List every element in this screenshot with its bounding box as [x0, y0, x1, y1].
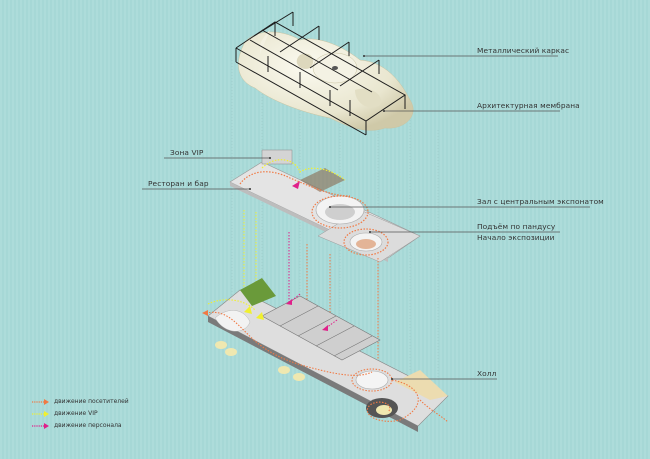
upper-floor-layer: [229, 149, 421, 263]
metal-frame: [235, 11, 406, 136]
membrane-layer: [238, 30, 414, 131]
label-lobby: Холл: [477, 369, 497, 378]
yellow-dotted-arrow-icon: [32, 411, 49, 417]
orange-dotted-arrow-icon: [32, 399, 49, 405]
ground-floor-layer: [202, 278, 449, 432]
label-membrane: Архитектурная мембрана: [477, 101, 580, 110]
legend-icons: [32, 399, 49, 429]
magenta-dotted-arrow-icon: [32, 423, 49, 429]
label-central-hall: Зал с центральным экспонатом: [477, 197, 604, 206]
staff-arrow-icon: [292, 181, 300, 189]
label-ramp-up: Подъём по пандусу: [477, 222, 556, 231]
label-vip-zone: Зона VIP: [170, 148, 204, 157]
legend-staff-flow: движение персонала: [54, 422, 122, 429]
leader-lines: [142, 55, 590, 380]
visitor-arrow-icon: [202, 310, 208, 316]
label-metal-frame: Металлический каркас: [477, 46, 570, 55]
legend-vip-flow: движение VIP: [54, 410, 98, 417]
legend-visitor-flow: движение посетителей: [54, 398, 129, 405]
label-exposition-start: Начало экспозиции: [477, 233, 555, 242]
label-restaurant: Ресторан и бар: [148, 179, 209, 188]
